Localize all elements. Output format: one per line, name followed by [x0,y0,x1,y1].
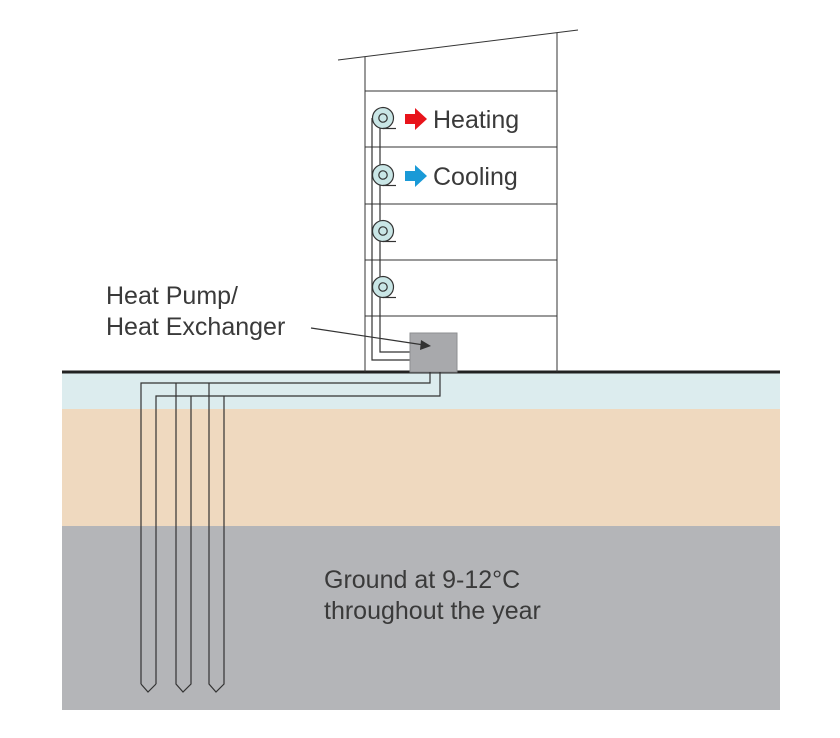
heat-pump-label-line1: Heat Pump/ [106,282,238,310]
ground-layer-bedrock [62,526,780,710]
ground-temperature-label-line2: throughout the year [324,597,541,625]
ground-layer-topsoil [62,372,780,409]
roof-line [337,29,579,61]
heat-pump-leader-line [310,327,425,346]
fan-coil-icon [371,163,396,187]
building [337,29,579,372]
borehole-loop [208,383,225,693]
fan-coil-icon [371,219,396,243]
ground-loop-header-pipes [140,372,441,684]
ground-temperature-label-line1: Ground at 9-12°C [324,566,520,594]
heat-pump-unit [409,332,458,373]
fan-coil-icon [371,275,396,299]
leader-arrowhead [420,340,431,350]
cooling-label: Cooling [433,163,518,191]
heat-pump-label-line2: Heat Exchanger [106,313,285,341]
heating-arrow-icon [405,108,427,130]
borehole-loop [140,683,157,693]
riser-pipes [371,118,412,361]
fan-coil-icon [371,106,396,130]
heating-label: Heating [433,106,519,134]
borehole-loop [175,383,192,693]
cooling-arrow-icon [405,165,427,187]
ground-layer-subsoil [62,409,780,526]
